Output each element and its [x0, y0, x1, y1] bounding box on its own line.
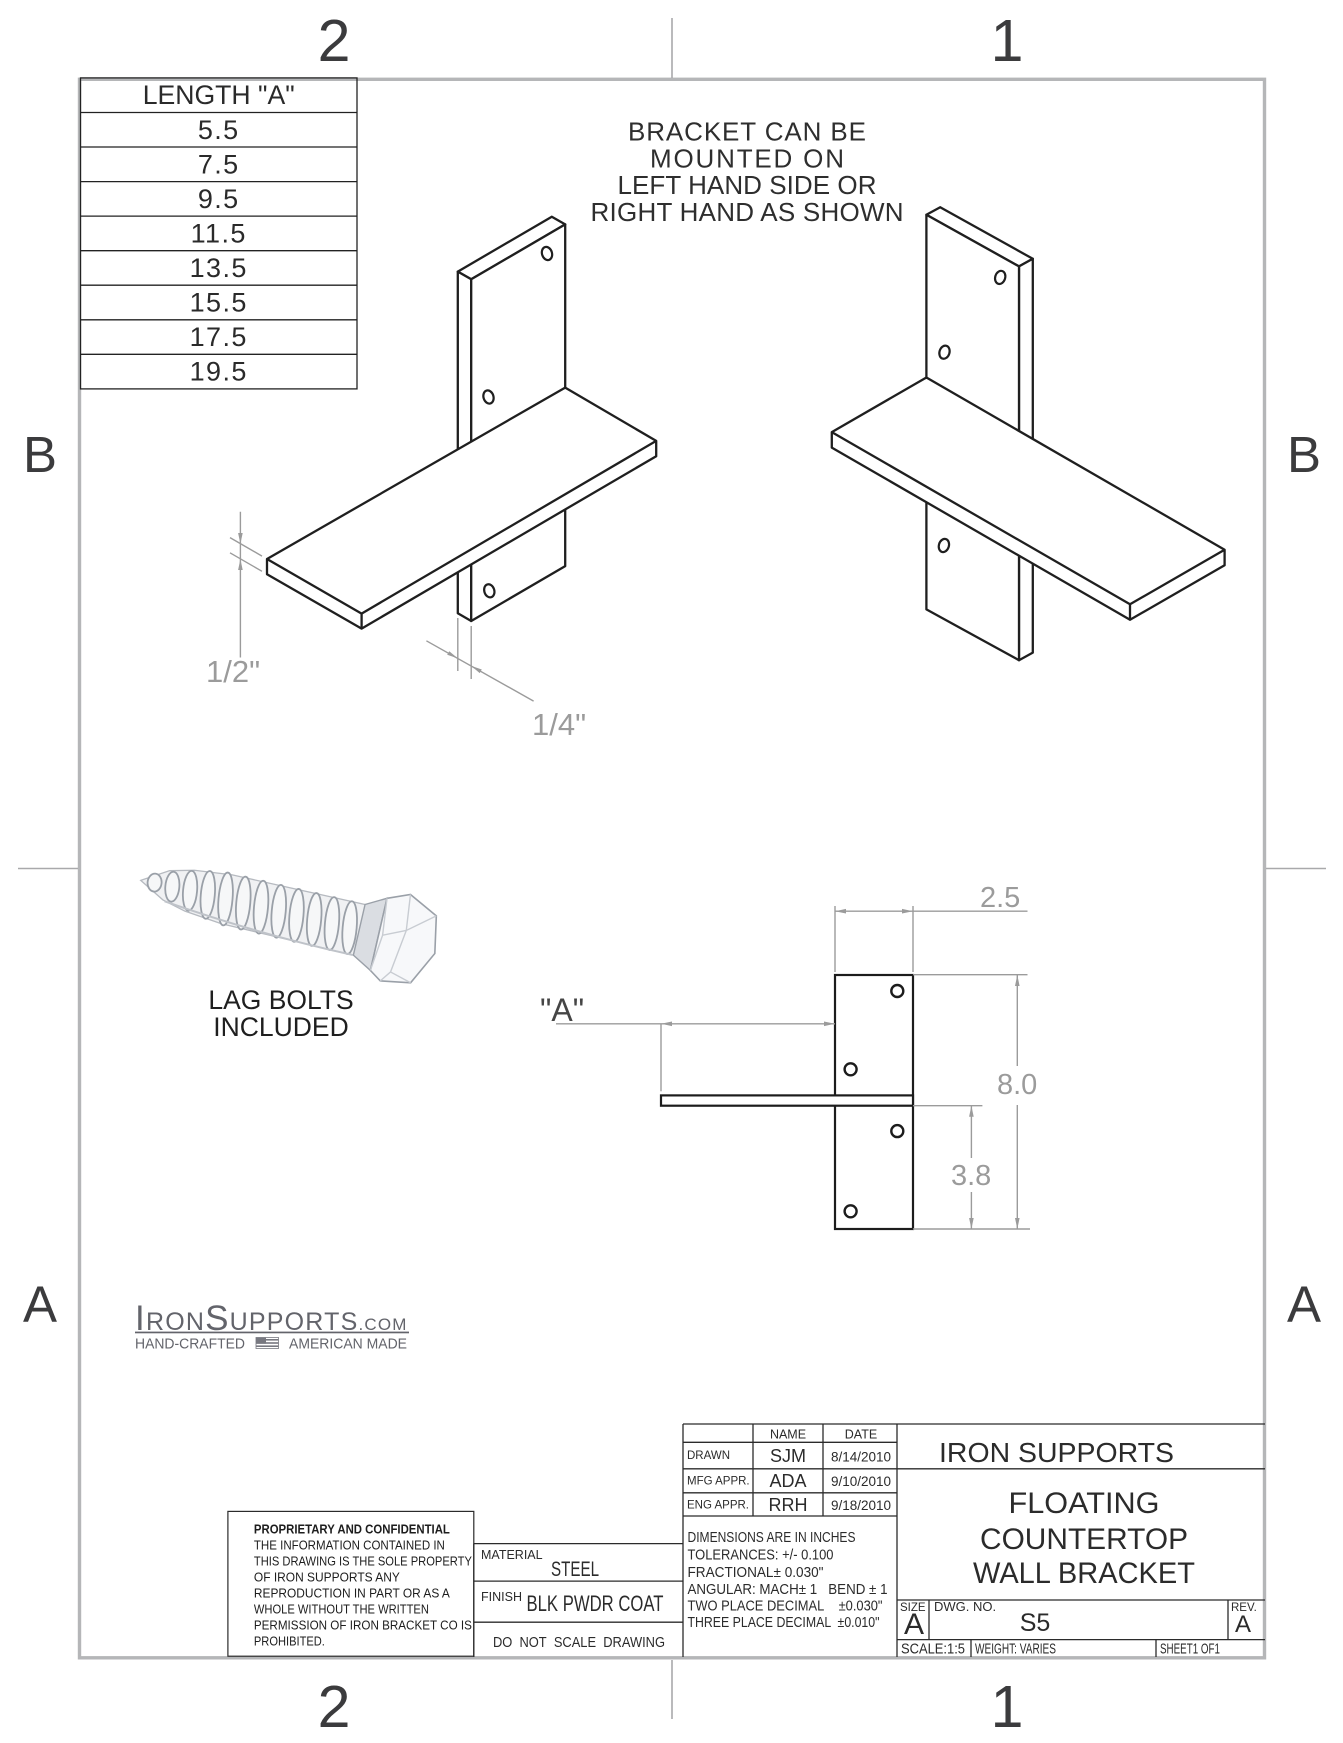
svg-text:STEEL: STEEL — [551, 1558, 599, 1581]
svg-text:15.5: 15.5 — [190, 288, 248, 318]
svg-text:FRACTIONAL± 0.030": FRACTIONAL± 0.030" — [688, 1565, 824, 1581]
svg-text:THREE PLACE DECIMAL ±0.010": THREE PLACE DECIMAL ±0.010" — [688, 1615, 880, 1631]
svg-text:SIZE: SIZE — [900, 1602, 926, 1614]
svg-text:A: A — [1235, 1611, 1251, 1638]
svg-text:WEIGHT: VARIES: WEIGHT: VARIES — [975, 1642, 1056, 1658]
svg-text:B: B — [1287, 426, 1321, 483]
svg-text:3.8: 3.8 — [951, 1160, 991, 1192]
svg-text:RIGHT HAND AS SHOWN: RIGHT HAND AS SHOWN — [591, 197, 904, 227]
svg-text:5.5: 5.5 — [198, 115, 240, 145]
svg-text:THE INFORMATION CONTAINED IN: THE INFORMATION CONTAINED IN — [254, 1538, 445, 1553]
svg-text:AMERICAN MADE: AMERICAN MADE — [289, 1336, 407, 1353]
svg-text:BRACKET CAN BE: BRACKET CAN BE — [628, 117, 866, 147]
svg-text:FLOATING: FLOATING — [1009, 1487, 1160, 1520]
svg-text:8.0: 8.0 — [997, 1069, 1037, 1101]
svg-text:B: B — [23, 426, 57, 483]
svg-text:DO NOT SCALE DRAWING: DO NOT SCALE DRAWING — [493, 1634, 665, 1651]
svg-text:WHOLE WITHOUT THE WRITTEN: WHOLE WITHOUT THE WRITTEN — [254, 1602, 429, 1617]
svg-text:THIS DRAWING IS THE SOLE PROPE: THIS DRAWING IS THE SOLE PROPERTY — [254, 1554, 472, 1569]
svg-text:DIMENSIONS ARE IN INCHES: DIMENSIONS ARE IN INCHES — [688, 1530, 856, 1546]
svg-text:1/4": 1/4" — [532, 707, 586, 742]
svg-text:INCLUDED: INCLUDED — [213, 1012, 348, 1042]
svg-text:A: A — [904, 1608, 924, 1641]
svg-text:S5: S5 — [1020, 1609, 1051, 1637]
svg-text:LENGTH "A": LENGTH "A" — [143, 80, 295, 110]
svg-text:PROPRIETARY AND CONFIDENTIAL: PROPRIETARY AND CONFIDENTIAL — [254, 1523, 450, 1537]
svg-text:PROHIBITED.: PROHIBITED. — [254, 1634, 325, 1649]
svg-text:OF IRON SUPPORTS ANY: OF IRON SUPPORTS ANY — [254, 1570, 400, 1585]
svg-text:TOLERANCES: +/- 0.100: TOLERANCES: +/- 0.100 — [688, 1548, 834, 1564]
svg-text:TWO PLACE DECIMAL ±0.030": TWO PLACE DECIMAL ±0.030" — [688, 1599, 883, 1615]
svg-text:COUNTERTOP: COUNTERTOP — [980, 1523, 1188, 1556]
svg-text:11.5: 11.5 — [191, 219, 247, 249]
svg-text:"A": "A" — [540, 992, 584, 1028]
svg-text:A: A — [1287, 1276, 1321, 1333]
svg-text:1: 1 — [991, 1674, 1024, 1738]
svg-text:2.5: 2.5 — [980, 882, 1020, 914]
svg-text:MFG APPR.: MFG APPR. — [687, 1476, 750, 1488]
svg-text:SHEET1 OF1: SHEET1 OF1 — [1160, 1642, 1220, 1658]
svg-text:IRONSUPPORTS.COM: IRONSUPPORTS.COM — [135, 1299, 408, 1338]
svg-text:PERMISSION OF IRON BRACKET CO: PERMISSION OF IRON BRACKET CO IS — [254, 1618, 472, 1633]
svg-text:A: A — [23, 1276, 57, 1333]
svg-text:SCALE:1:5: SCALE:1:5 — [901, 1642, 965, 1658]
svg-text:2: 2 — [318, 1674, 351, 1738]
svg-text:FINISH: FINISH — [481, 1590, 522, 1604]
svg-text:19.5: 19.5 — [190, 357, 248, 387]
svg-text:7.5: 7.5 — [198, 150, 240, 180]
svg-text:IRON SUPPORTS: IRON SUPPORTS — [939, 1437, 1174, 1468]
svg-text:DRAWN: DRAWN — [687, 1450, 730, 1462]
svg-text:1: 1 — [991, 8, 1024, 74]
svg-text:DATE: DATE — [845, 1428, 877, 1442]
svg-text:8/14/2010: 8/14/2010 — [831, 1450, 891, 1465]
svg-text:13.5: 13.5 — [190, 253, 248, 283]
svg-text:HAND-CRAFTED: HAND-CRAFTED — [135, 1336, 245, 1353]
svg-text:NAME: NAME — [770, 1428, 806, 1442]
svg-text:9/10/2010: 9/10/2010 — [831, 1474, 891, 1489]
svg-text:REV.: REV. — [1231, 1602, 1257, 1614]
svg-text:2: 2 — [318, 8, 351, 74]
svg-text:9.5: 9.5 — [198, 184, 240, 214]
svg-text:BLK PWDR COAT: BLK PWDR COAT — [527, 1591, 664, 1616]
svg-text:MOUNTED ON: MOUNTED ON — [650, 143, 844, 173]
svg-text:ADA: ADA — [769, 1471, 806, 1491]
svg-text:ANGULAR: MACH± 1 BEND ± 1: ANGULAR: MACH± 1 BEND ± 1 — [688, 1582, 888, 1598]
svg-text:17.5: 17.5 — [190, 322, 248, 352]
svg-text:WALL BRACKET: WALL BRACKET — [973, 1557, 1195, 1590]
svg-text:LEFT HAND SIDE OR: LEFT HAND SIDE OR — [618, 170, 877, 200]
svg-text:ENG APPR.: ENG APPR. — [687, 1500, 749, 1512]
svg-text:1/2": 1/2" — [206, 654, 260, 689]
svg-text:REPRODUCTION IN PART OR AS A: REPRODUCTION IN PART OR AS A — [254, 1586, 450, 1601]
svg-text:9/18/2010: 9/18/2010 — [831, 1498, 891, 1513]
svg-text:MATERIAL: MATERIAL — [481, 1548, 543, 1562]
svg-text:LAG BOLTS: LAG BOLTS — [208, 985, 353, 1015]
svg-text:DWG. NO.: DWG. NO. — [934, 1599, 996, 1614]
svg-text:SJM: SJM — [770, 1446, 806, 1466]
svg-text:RRH: RRH — [769, 1495, 808, 1515]
